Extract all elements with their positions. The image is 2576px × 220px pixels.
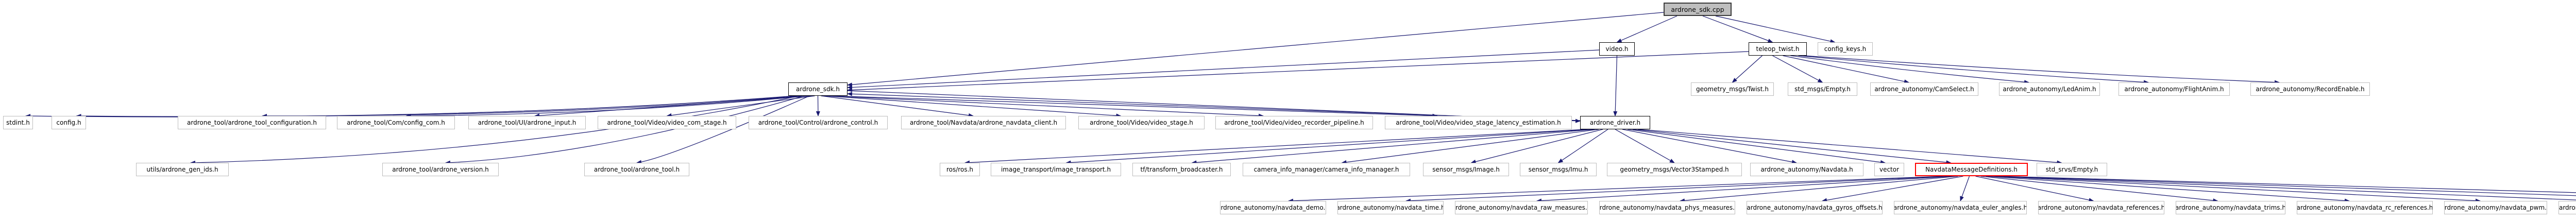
graph-node-genids: utils/ardrone_gen_ids.h bbox=[136, 163, 229, 176]
edge-navdefs-trims bbox=[1980, 176, 2218, 203]
edge-teleop-flightanim bbox=[1798, 55, 2149, 84]
graph-node-driver[interactable]: ardrone_driver.h bbox=[1580, 116, 1650, 129]
graph-node-latency: ardrone_tool/Video/video_stage_latency_e… bbox=[1385, 116, 1572, 129]
graph-node-gyros: ardrone_autonomy/navdata_gyros_offsets.h bbox=[1747, 201, 1883, 214]
edge-driver-v3s bbox=[1615, 129, 1675, 163]
edge-video-driver bbox=[1613, 55, 1618, 116]
edge-root-configkeys bbox=[1715, 15, 1836, 43]
edge-navdefs-gyros bbox=[1822, 176, 1963, 202]
graph-node-video[interactable]: video.h bbox=[1599, 42, 1635, 56]
graph-node-recorder: ardrone_tool/Video/video_recorder_pipeli… bbox=[1215, 116, 1373, 129]
edge-navdefs-refs bbox=[1975, 176, 2094, 202]
graph-node-altitude: ardrone_autonomy/navdata_altitude.h bbox=[2558, 201, 2576, 214]
graph-node-ros: ros/ros.h bbox=[940, 163, 980, 176]
graph-node-phys: ardrone_autonomy/navdata_phys_measures.h bbox=[1599, 201, 1735, 214]
graph-node-twist: geometry_msgs/Twist.h bbox=[1691, 82, 1774, 96]
edge-navdefs-rcrefs bbox=[1986, 176, 2350, 203]
edge-navdefs-vof bbox=[1998, 176, 2576, 193]
edge-sdk-version bbox=[445, 95, 805, 165]
edge-navdefs-vraw bbox=[1996, 176, 2576, 196]
edge-sdk-genids bbox=[190, 95, 800, 165]
graph-node-v3s: geometry_msgs/Vector3Stamped.h bbox=[1607, 163, 1742, 176]
edge-navdefs-euler bbox=[1960, 176, 1970, 201]
edge-sdk-input bbox=[534, 95, 812, 118]
edge-sdk-navclient bbox=[821, 95, 974, 117]
graph-node-pwm: ardrone_autonomy/navdata_pwm.h bbox=[2444, 201, 2547, 214]
graph-node-refs: ardrone_autonomy/navdata_references.h bbox=[2038, 201, 2164, 214]
graph-node-camselect: ardrone_autonomy/CamSelect.h bbox=[1870, 82, 1978, 96]
edge-teleop-ledanim bbox=[1790, 55, 2029, 84]
graph-node-teleop[interactable]: teleop_twist.h bbox=[1749, 42, 1807, 56]
graph-node-simage: sensor_msgs/Image.h bbox=[1423, 163, 1509, 176]
graph-node-version: ardrone_tool/ardrone_version.h bbox=[382, 163, 499, 176]
edge-root-sdk bbox=[847, 12, 1664, 87]
graph-node-simu: sensor_msgs/Imu.h bbox=[1520, 163, 1597, 176]
graph-node-vector: vector bbox=[1874, 163, 1904, 176]
edge-root-teleop bbox=[1702, 15, 1773, 43]
edge-video-sdk bbox=[847, 49, 1600, 90]
graph-node-time: ardrone_autonomy/navdata_time.h bbox=[1337, 201, 1444, 214]
graph-node-videocom: ardrone_tool/Video/video_com_stage.h bbox=[598, 116, 736, 129]
graph-node-trims: ardrone_autonomy/navdata_trims.h bbox=[2176, 201, 2285, 214]
graph-node-ledanim: ardrone_autonomy/LedAnim.h bbox=[1999, 82, 2100, 96]
edge-driver-navdatamsg bbox=[1622, 129, 1797, 164]
edge-teleop-twist bbox=[1732, 55, 1762, 83]
graph-node-euler: ardrone_autonomy/navdata_euler_angles.h bbox=[1894, 201, 2027, 214]
edge-sdk-videocom bbox=[666, 95, 815, 117]
edge-driver-imgt bbox=[1065, 129, 1591, 165]
graph-node-stdint: stdint.h bbox=[3, 116, 33, 129]
graph-node-root[interactable]: ardrone_sdk.cpp bbox=[1664, 3, 1732, 16]
graph-node-control: ardrone_tool/Control/ardrone_control.h bbox=[749, 116, 888, 129]
edge-navdefs-time bbox=[1405, 176, 1950, 203]
graph-node-raw: ardrone_autonomy/navdata_raw_measures.h bbox=[1455, 201, 1588, 214]
graph-node-navdefs[interactable]: NavdataMessageDefinitions.h bbox=[1915, 163, 2028, 176]
graph-node-rcrefs: ardrone_autonomy/navdata_rc_references.h bbox=[2297, 201, 2433, 214]
edge-navdefs-altitude bbox=[1993, 176, 2576, 200]
graph-node-navclient: ardrone_tool/Navdata/ardrone_navdata_cli… bbox=[901, 116, 1066, 129]
graph-node-toolconfig: ardrone_tool/ardrone_tool_configuration.… bbox=[178, 116, 326, 129]
edge-driver-tf bbox=[1191, 129, 1595, 165]
graph-node-caminfo: camera_info_manager/camera_info_manager.… bbox=[1243, 163, 1410, 176]
edge-sdk-recorder bbox=[827, 95, 1264, 118]
edge-sdk-config bbox=[76, 95, 798, 119]
edge-driver-stdsrvs bbox=[1637, 129, 2062, 165]
graph-node-imgt: image_transport/image_transport.h bbox=[991, 163, 1121, 176]
graph-node-flightanim: ardrone_autonomy/FlightAnim.h bbox=[2119, 82, 2230, 96]
graph-node-empty: std_msgs/Empty.h bbox=[1788, 82, 1857, 96]
edge-teleop-camselect bbox=[1783, 55, 1909, 84]
graph-node-configcom: ardrone_tool/Com/config_com.h bbox=[337, 116, 455, 129]
edge-teleop-empty bbox=[1772, 55, 1823, 83]
edge-sdk-control bbox=[816, 95, 820, 116]
edge-driver-ros bbox=[964, 129, 1587, 165]
edge-driver-simu bbox=[1557, 129, 1608, 163]
graph-node-videostage: ardrone_tool/Video/video_stage.h bbox=[1078, 116, 1205, 129]
edge-sdk-tool bbox=[636, 95, 810, 164]
edge-driver-vector bbox=[1627, 129, 1886, 164]
edge-sdk-latency bbox=[830, 95, 1438, 118]
graph-node-sdk[interactable]: ardrone_sdk.h bbox=[788, 82, 848, 96]
graph-node-stdsrvs: std_srvs/Empty.h bbox=[2037, 163, 2107, 176]
edge-teleop-sdk bbox=[847, 51, 1749, 92]
graph-node-demo: ardrone_autonomy/navdata_demo.h bbox=[1220, 201, 1326, 214]
edge-navdefs-pwm bbox=[1990, 176, 2481, 203]
edge-sdk-videostage bbox=[824, 95, 1122, 118]
graph-node-config: config.h bbox=[52, 116, 86, 129]
edge-driver-simage bbox=[1470, 129, 1603, 164]
graph-node-recordenable: ardrone_autonomy/RecordEnable.h bbox=[2250, 82, 2370, 96]
edge-teleop-recordenable bbox=[1803, 55, 2280, 84]
edge-navdefs-demo bbox=[1288, 176, 1946, 203]
graph-node-tf: tf/transform_broadcaster.h bbox=[1132, 163, 1231, 176]
graph-node-tool: ardrone_tool/ardrone_tool.h bbox=[584, 163, 689, 176]
graph-node-configkeys: config_keys.h bbox=[1818, 42, 1873, 56]
edge-driver-navdefs bbox=[1632, 129, 1952, 165]
edge-root-video bbox=[1616, 15, 1677, 43]
graph-node-input: ardrone_tool/UI/ardrone_input.h bbox=[468, 116, 586, 129]
edge-driver-caminfo bbox=[1341, 129, 1599, 164]
edge-navdefs-phys bbox=[1680, 176, 1958, 203]
graph-node-navdatamsg: ardrone_autonomy/Navdata.h bbox=[1750, 163, 1863, 176]
edge-sdk-toolconfig bbox=[262, 95, 803, 119]
edge-navdefs-raw bbox=[1536, 176, 1954, 203]
